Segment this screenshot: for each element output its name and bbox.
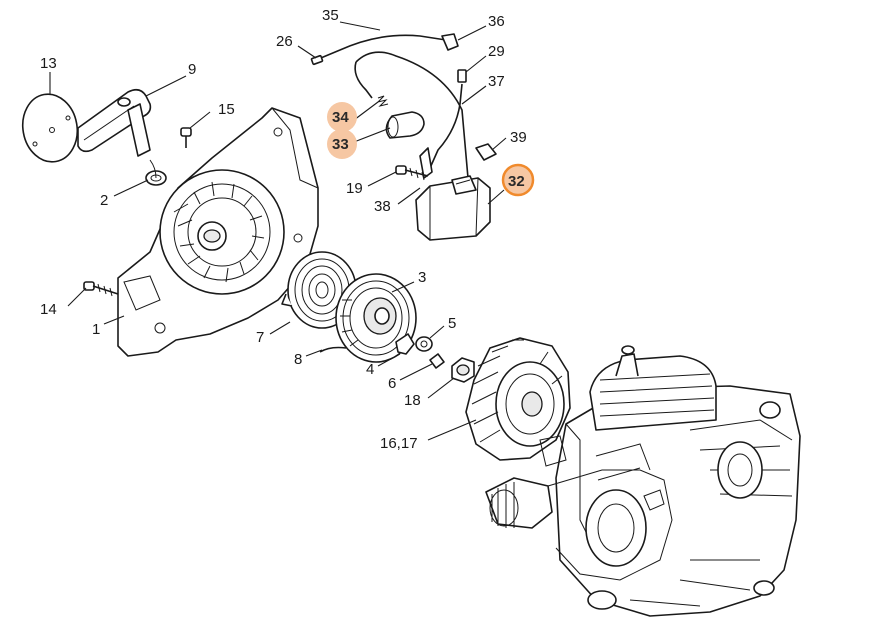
label-32[interactable]: 32 <box>508 173 525 190</box>
engine-crankcase <box>485 345 801 617</box>
label-2[interactable]: 2 <box>100 192 108 209</box>
part-5-washer[interactable] <box>415 336 433 352</box>
label-13[interactable]: 13 <box>40 55 57 72</box>
label-38[interactable]: 38 <box>374 198 391 215</box>
label-6[interactable]: 6 <box>388 375 396 392</box>
part-16-17-flywheel[interactable] <box>465 337 571 461</box>
label-18[interactable]: 18 <box>404 392 421 409</box>
part-14-screw[interactable] <box>83 281 119 297</box>
label-7[interactable]: 7 <box>256 329 264 346</box>
part-9-starter-grip[interactable] <box>77 88 152 157</box>
part-26-35-ignition-lead[interactable] <box>310 34 447 66</box>
part-3-rope-rotor[interactable] <box>335 273 417 363</box>
part-19-screw[interactable] <box>395 165 429 181</box>
label-14[interactable]: 14 <box>40 301 57 318</box>
part-6-spring-clip[interactable] <box>429 353 445 369</box>
marker-32-selected[interactable] <box>501 163 535 197</box>
label-37[interactable]: 37 <box>488 73 505 90</box>
part-13-plate[interactable] <box>18 90 83 166</box>
part-33-spark-plug-boot[interactable] <box>385 111 425 139</box>
label-4[interactable]: 4 <box>366 361 374 378</box>
part-1-fan-housing[interactable] <box>117 107 319 357</box>
marker-34[interactable] <box>327 102 357 132</box>
label-39[interactable]: 39 <box>510 129 527 146</box>
label-3[interactable]: 3 <box>418 269 426 286</box>
label-35[interactable]: 35 <box>322 7 339 24</box>
label-36[interactable]: 36 <box>488 13 505 30</box>
label-34[interactable]: 34 <box>332 109 349 126</box>
part-8-starter-rope[interactable] <box>319 346 347 353</box>
part-2-rope-guide[interactable] <box>145 159 167 186</box>
label-29[interactable]: 29 <box>488 43 505 60</box>
part-29-contact-spring[interactable] <box>457 69 467 83</box>
part-4-pawl[interactable] <box>395 333 415 355</box>
label-33[interactable]: 33 <box>332 136 349 153</box>
label-26[interactable]: 26 <box>276 33 293 50</box>
leader-lines <box>49 21 507 441</box>
part-39-grommet[interactable] <box>475 143 497 161</box>
part-18-nut[interactable] <box>451 357 475 383</box>
part-34-spring[interactable] <box>376 95 389 107</box>
part-36-terminal[interactable] <box>441 33 459 51</box>
label-9[interactable]: 9 <box>188 61 196 78</box>
label-5[interactable]: 5 <box>448 315 456 332</box>
label-19[interactable]: 19 <box>346 180 363 197</box>
highlight-markers <box>327 102 535 197</box>
part-32-ignition-module[interactable] <box>354 51 491 241</box>
label-1[interactable]: 1 <box>92 321 100 338</box>
part-37-short-circuit-wire[interactable] <box>429 83 463 169</box>
part-number-labels: 13 9 15 2 14 1 7 8 3 4 5 6 18 16,17 35 2… <box>40 7 527 452</box>
label-16-17[interactable]: 16,17 <box>380 435 418 452</box>
label-15[interactable]: 15 <box>218 101 235 118</box>
part-15-screw[interactable] <box>180 127 192 148</box>
label-8[interactable]: 8 <box>294 351 302 368</box>
marker-33[interactable] <box>327 129 357 159</box>
